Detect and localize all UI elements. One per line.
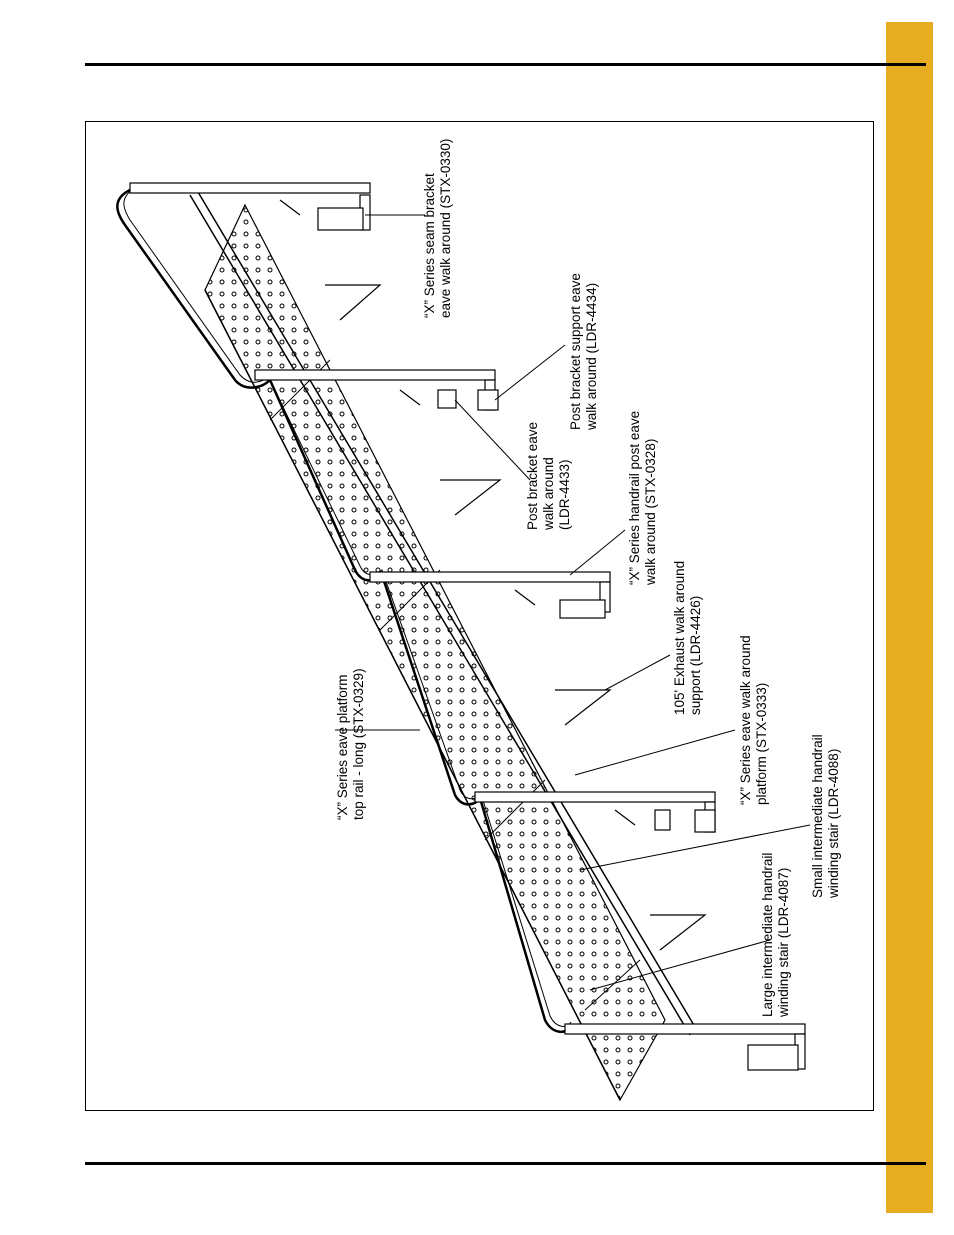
callout-small-handrail: Small intermediate handrail winding stai… xyxy=(810,734,841,898)
header-rule xyxy=(85,63,926,66)
handrail-posts xyxy=(129,182,806,1070)
deck-seams xyxy=(269,359,641,1011)
section-tab xyxy=(886,22,933,1213)
callout-top-rail: “X” Series eave platform top rail - long… xyxy=(335,668,366,820)
callout-handrail-post: “X” Series handrail post eave walk aroun… xyxy=(627,410,658,585)
callout-post-bracket: Post bracket eave walk around (LDR-4433) xyxy=(525,421,572,530)
figure-frame xyxy=(85,121,874,1111)
leader-lines xyxy=(335,214,811,991)
footer-rule xyxy=(85,1162,926,1165)
top-rail xyxy=(116,188,574,1033)
callout-post-bracket-support: Post bracket support eave walk around (L… xyxy=(568,273,599,430)
callout-exhaust-support: 105' Exhaust walk around support (LDR-44… xyxy=(672,560,703,715)
stringers xyxy=(189,191,699,1101)
callout-eave-platform: “X” Series eave walk around platform (ST… xyxy=(738,635,769,805)
callout-seam-bracket: “X” Series seam bracket eave walk around… xyxy=(422,138,453,318)
supports xyxy=(279,199,707,951)
callout-large-handrail: Large intermediate handrail winding stai… xyxy=(760,852,791,1017)
brackets xyxy=(317,207,799,1071)
